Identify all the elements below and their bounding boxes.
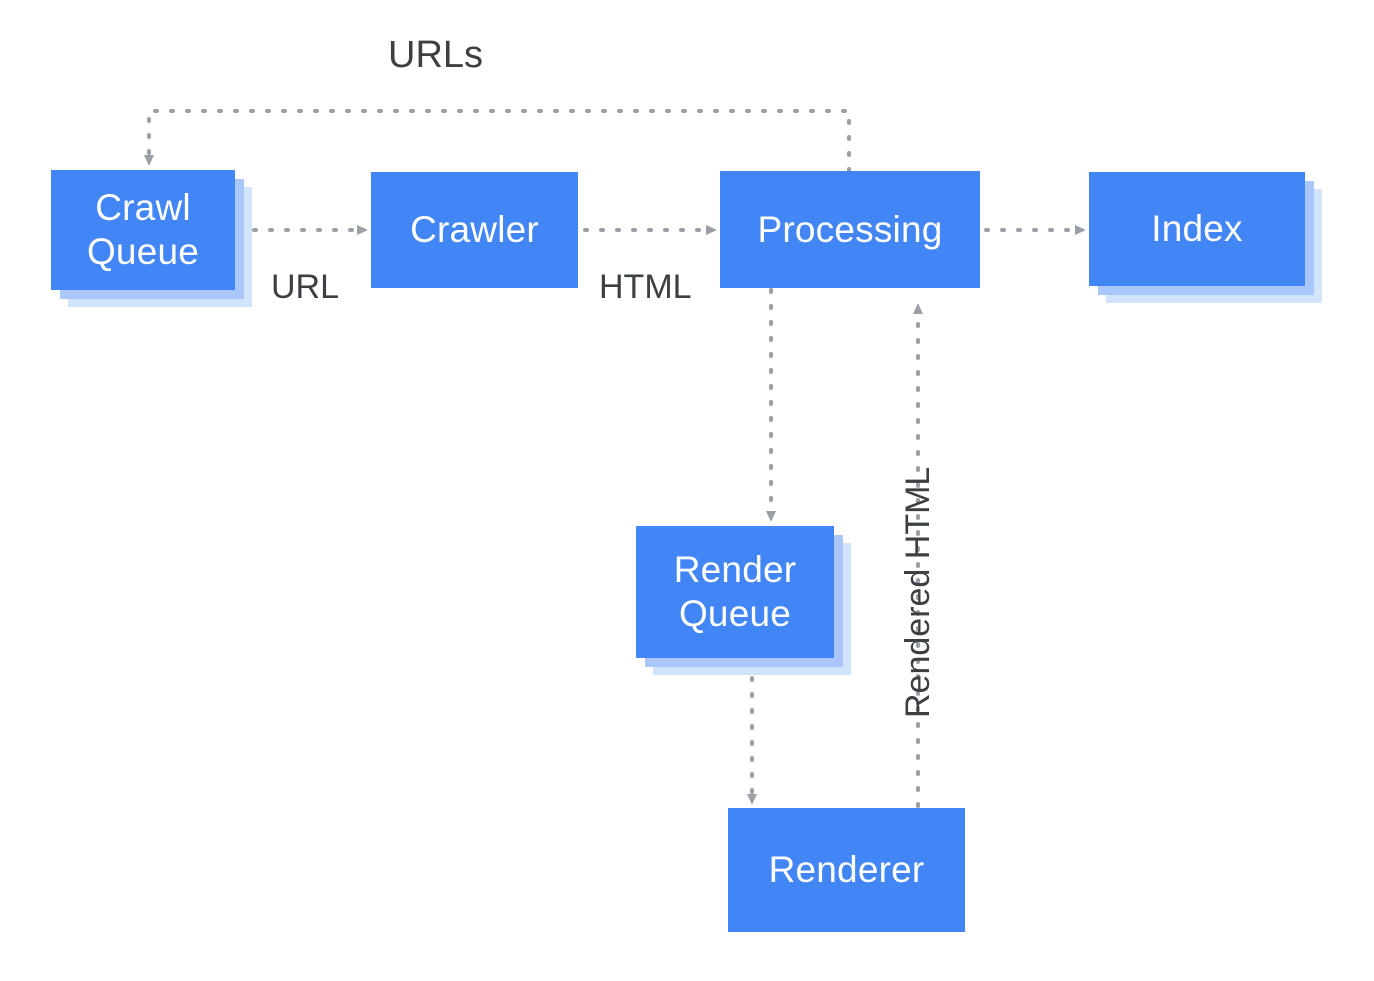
node-surface [371, 172, 578, 288]
edge-label-url: URL [271, 268, 340, 306]
node-label-processing: Processing [757, 208, 943, 250]
node-crawl-queue[interactable]: Crawl Queue [51, 170, 252, 307]
edge-label-urls: URLs [388, 34, 484, 76]
node-index[interactable]: Index [1089, 172, 1322, 303]
node-crawler[interactable]: Crawler [371, 172, 578, 288]
node-processing[interactable]: Processing [720, 171, 980, 288]
node-label-index: Index [1151, 208, 1243, 250]
node-label-crawler: Crawler [410, 209, 539, 251]
node-label-render-queue: Render Queue [673, 549, 797, 634]
node-surface [1089, 172, 1305, 286]
node-label-crawl-queue: Crawl Queue [86, 187, 200, 272]
edge-label-html: HTML [599, 268, 692, 306]
node-render-queue[interactable]: Render Queue [636, 526, 851, 675]
node-surface [728, 808, 965, 932]
node-surface [720, 171, 980, 288]
node-renderer[interactable]: Renderer [728, 808, 965, 932]
node-label-renderer: Renderer [768, 849, 925, 891]
edge-urls [149, 109, 851, 173]
edge-label-rendered-html: Rendered HTML [899, 466, 937, 718]
node-surface [51, 170, 235, 290]
node-surface [636, 526, 834, 658]
